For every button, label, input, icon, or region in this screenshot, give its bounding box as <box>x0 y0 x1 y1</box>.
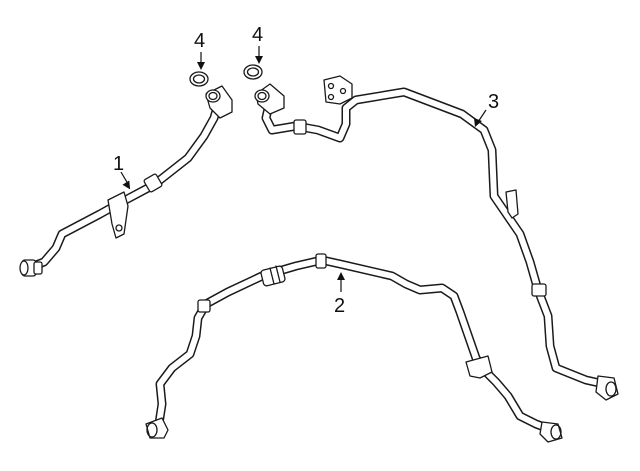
callout-4-right: 4 <box>252 24 263 46</box>
callout-1: 1 <box>113 153 124 175</box>
callout-leaders <box>120 46 487 292</box>
callout-2: 2 <box>334 295 345 317</box>
callout-3: 3 <box>488 91 499 113</box>
part-2-pipe <box>145 253 563 443</box>
part-1-hose <box>19 85 233 277</box>
part-4-oring-right <box>243 64 263 80</box>
callout-4-left: 4 <box>194 30 205 52</box>
part-4-oring-left <box>189 71 209 87</box>
part-3-pipe <box>254 75 619 401</box>
